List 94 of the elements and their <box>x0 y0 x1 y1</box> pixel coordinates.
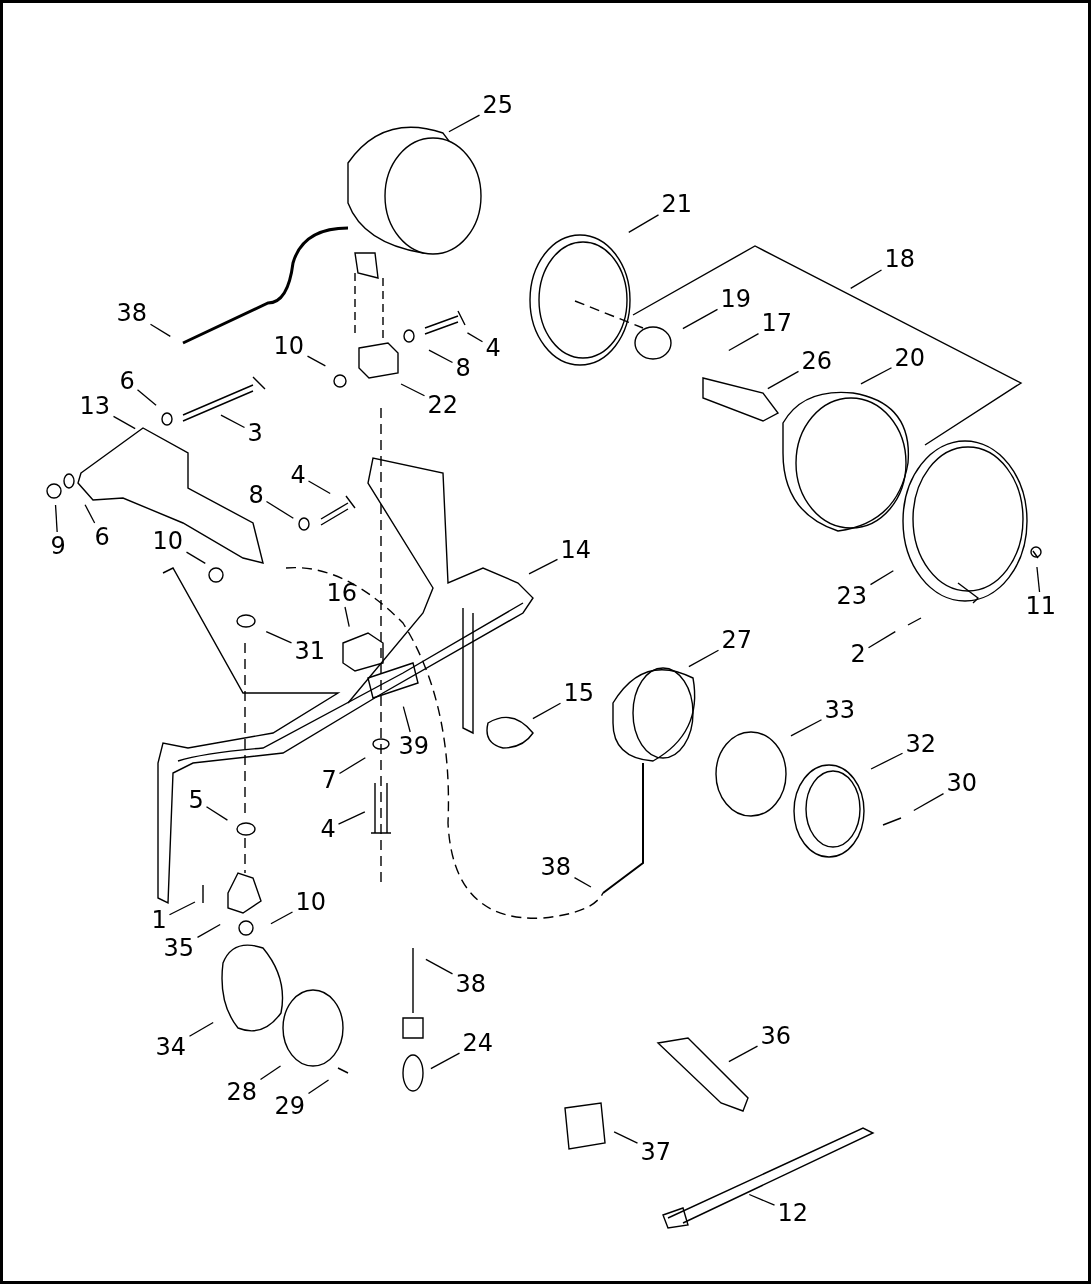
callout-number: 21 <box>660 191 694 217</box>
callout-number: 10 <box>151 528 185 554</box>
leader-line <box>573 876 592 888</box>
leader-line <box>220 414 246 429</box>
callout-number: 20 <box>893 345 927 371</box>
callout-number: 5 <box>187 787 205 813</box>
callout-number: 29 <box>273 1093 307 1119</box>
callout-number: 16 <box>325 580 359 606</box>
leader-line <box>1036 566 1041 593</box>
leader-line <box>270 911 294 925</box>
callout-number: 8 <box>454 355 472 381</box>
callout-number: 4 <box>484 335 502 361</box>
leader-line <box>728 332 760 352</box>
leader-line <box>528 558 559 575</box>
callout-number: 4 <box>289 462 307 488</box>
leader-line <box>196 923 221 939</box>
callout-number: 6 <box>118 368 136 394</box>
callout-number: 8 <box>247 482 265 508</box>
callout-number: 22 <box>426 392 460 418</box>
callout-number: 4 <box>319 816 337 842</box>
callout-number: 7 <box>320 767 338 793</box>
callout-number: 19 <box>719 286 753 312</box>
leader-line <box>112 415 136 430</box>
callout-number: 1 <box>150 907 168 933</box>
leader-line <box>850 269 883 290</box>
leader-line <box>344 606 350 628</box>
leader-line <box>168 901 196 916</box>
leader-line <box>265 500 294 519</box>
leader-line <box>149 323 171 337</box>
leader-line <box>259 1065 282 1081</box>
callout-number: 39 <box>397 733 431 759</box>
callout-number: 35 <box>162 935 196 961</box>
callout-number: 24 <box>461 1030 495 1056</box>
leader-line <box>185 551 206 564</box>
leader-line <box>430 1052 461 1070</box>
callout-number: 9 <box>49 533 67 559</box>
leader-line <box>688 649 720 668</box>
callout-number: 3 <box>246 420 264 446</box>
leader-line <box>136 389 157 406</box>
leader-line <box>337 811 366 825</box>
callout-number: 15 <box>562 680 596 706</box>
callout-number: 38 <box>454 971 488 997</box>
callout-number: 38 <box>539 854 573 880</box>
callout-number: 37 <box>639 1139 673 1165</box>
callout-number: 17 <box>760 310 794 336</box>
callout-number: 14 <box>559 537 593 563</box>
leader-line <box>338 757 366 775</box>
leader-line <box>448 114 481 133</box>
callout-number: 11 <box>1024 593 1058 619</box>
callout-number: 26 <box>800 348 834 374</box>
leader-line <box>913 792 945 812</box>
leader-line <box>767 370 800 390</box>
callout-number: 10 <box>272 333 306 359</box>
callout-number: 33 <box>823 697 857 723</box>
callout-number: 32 <box>904 731 938 757</box>
callout-number: 36 <box>759 1023 793 1049</box>
leader-line <box>428 349 454 364</box>
leader-line <box>790 719 823 737</box>
leader-line <box>682 308 719 330</box>
leader-line <box>400 383 426 397</box>
leader-line <box>425 958 454 975</box>
callout-number: 38 <box>115 300 149 326</box>
callout-number: 31 <box>293 638 327 664</box>
leader-line <box>860 367 893 385</box>
callout-number: 18 <box>883 246 917 272</box>
leader-line <box>54 504 58 533</box>
callout-number: 2 <box>849 641 867 667</box>
leader-line <box>466 332 484 343</box>
leader-line <box>870 752 904 770</box>
leader-line <box>84 504 96 524</box>
leader-line <box>306 355 326 367</box>
leader-line <box>188 1021 214 1037</box>
leader-line <box>867 631 896 649</box>
leader-line <box>402 706 411 733</box>
leader-line <box>869 570 894 586</box>
callout-number: 10 <box>294 889 328 915</box>
callout-number: 34 <box>154 1034 188 1060</box>
callout-number: 30 <box>945 770 979 796</box>
leader-line <box>728 1045 759 1063</box>
leader-line <box>628 214 660 234</box>
callout-number: 6 <box>93 524 111 550</box>
leader-line <box>265 631 293 644</box>
leader-line <box>307 480 331 495</box>
callout-number: 23 <box>835 583 869 609</box>
leader-line <box>307 1079 330 1095</box>
callout-number: 28 <box>225 1079 259 1105</box>
callout-number: 25 <box>481 92 515 118</box>
leader-line <box>748 1193 776 1206</box>
leader-line <box>613 1131 639 1144</box>
callout-number: 12 <box>776 1200 810 1226</box>
leader-line <box>532 702 562 720</box>
callout-number: 13 <box>78 393 112 419</box>
leader-line <box>205 806 229 821</box>
callout-number: 27 <box>720 627 754 653</box>
